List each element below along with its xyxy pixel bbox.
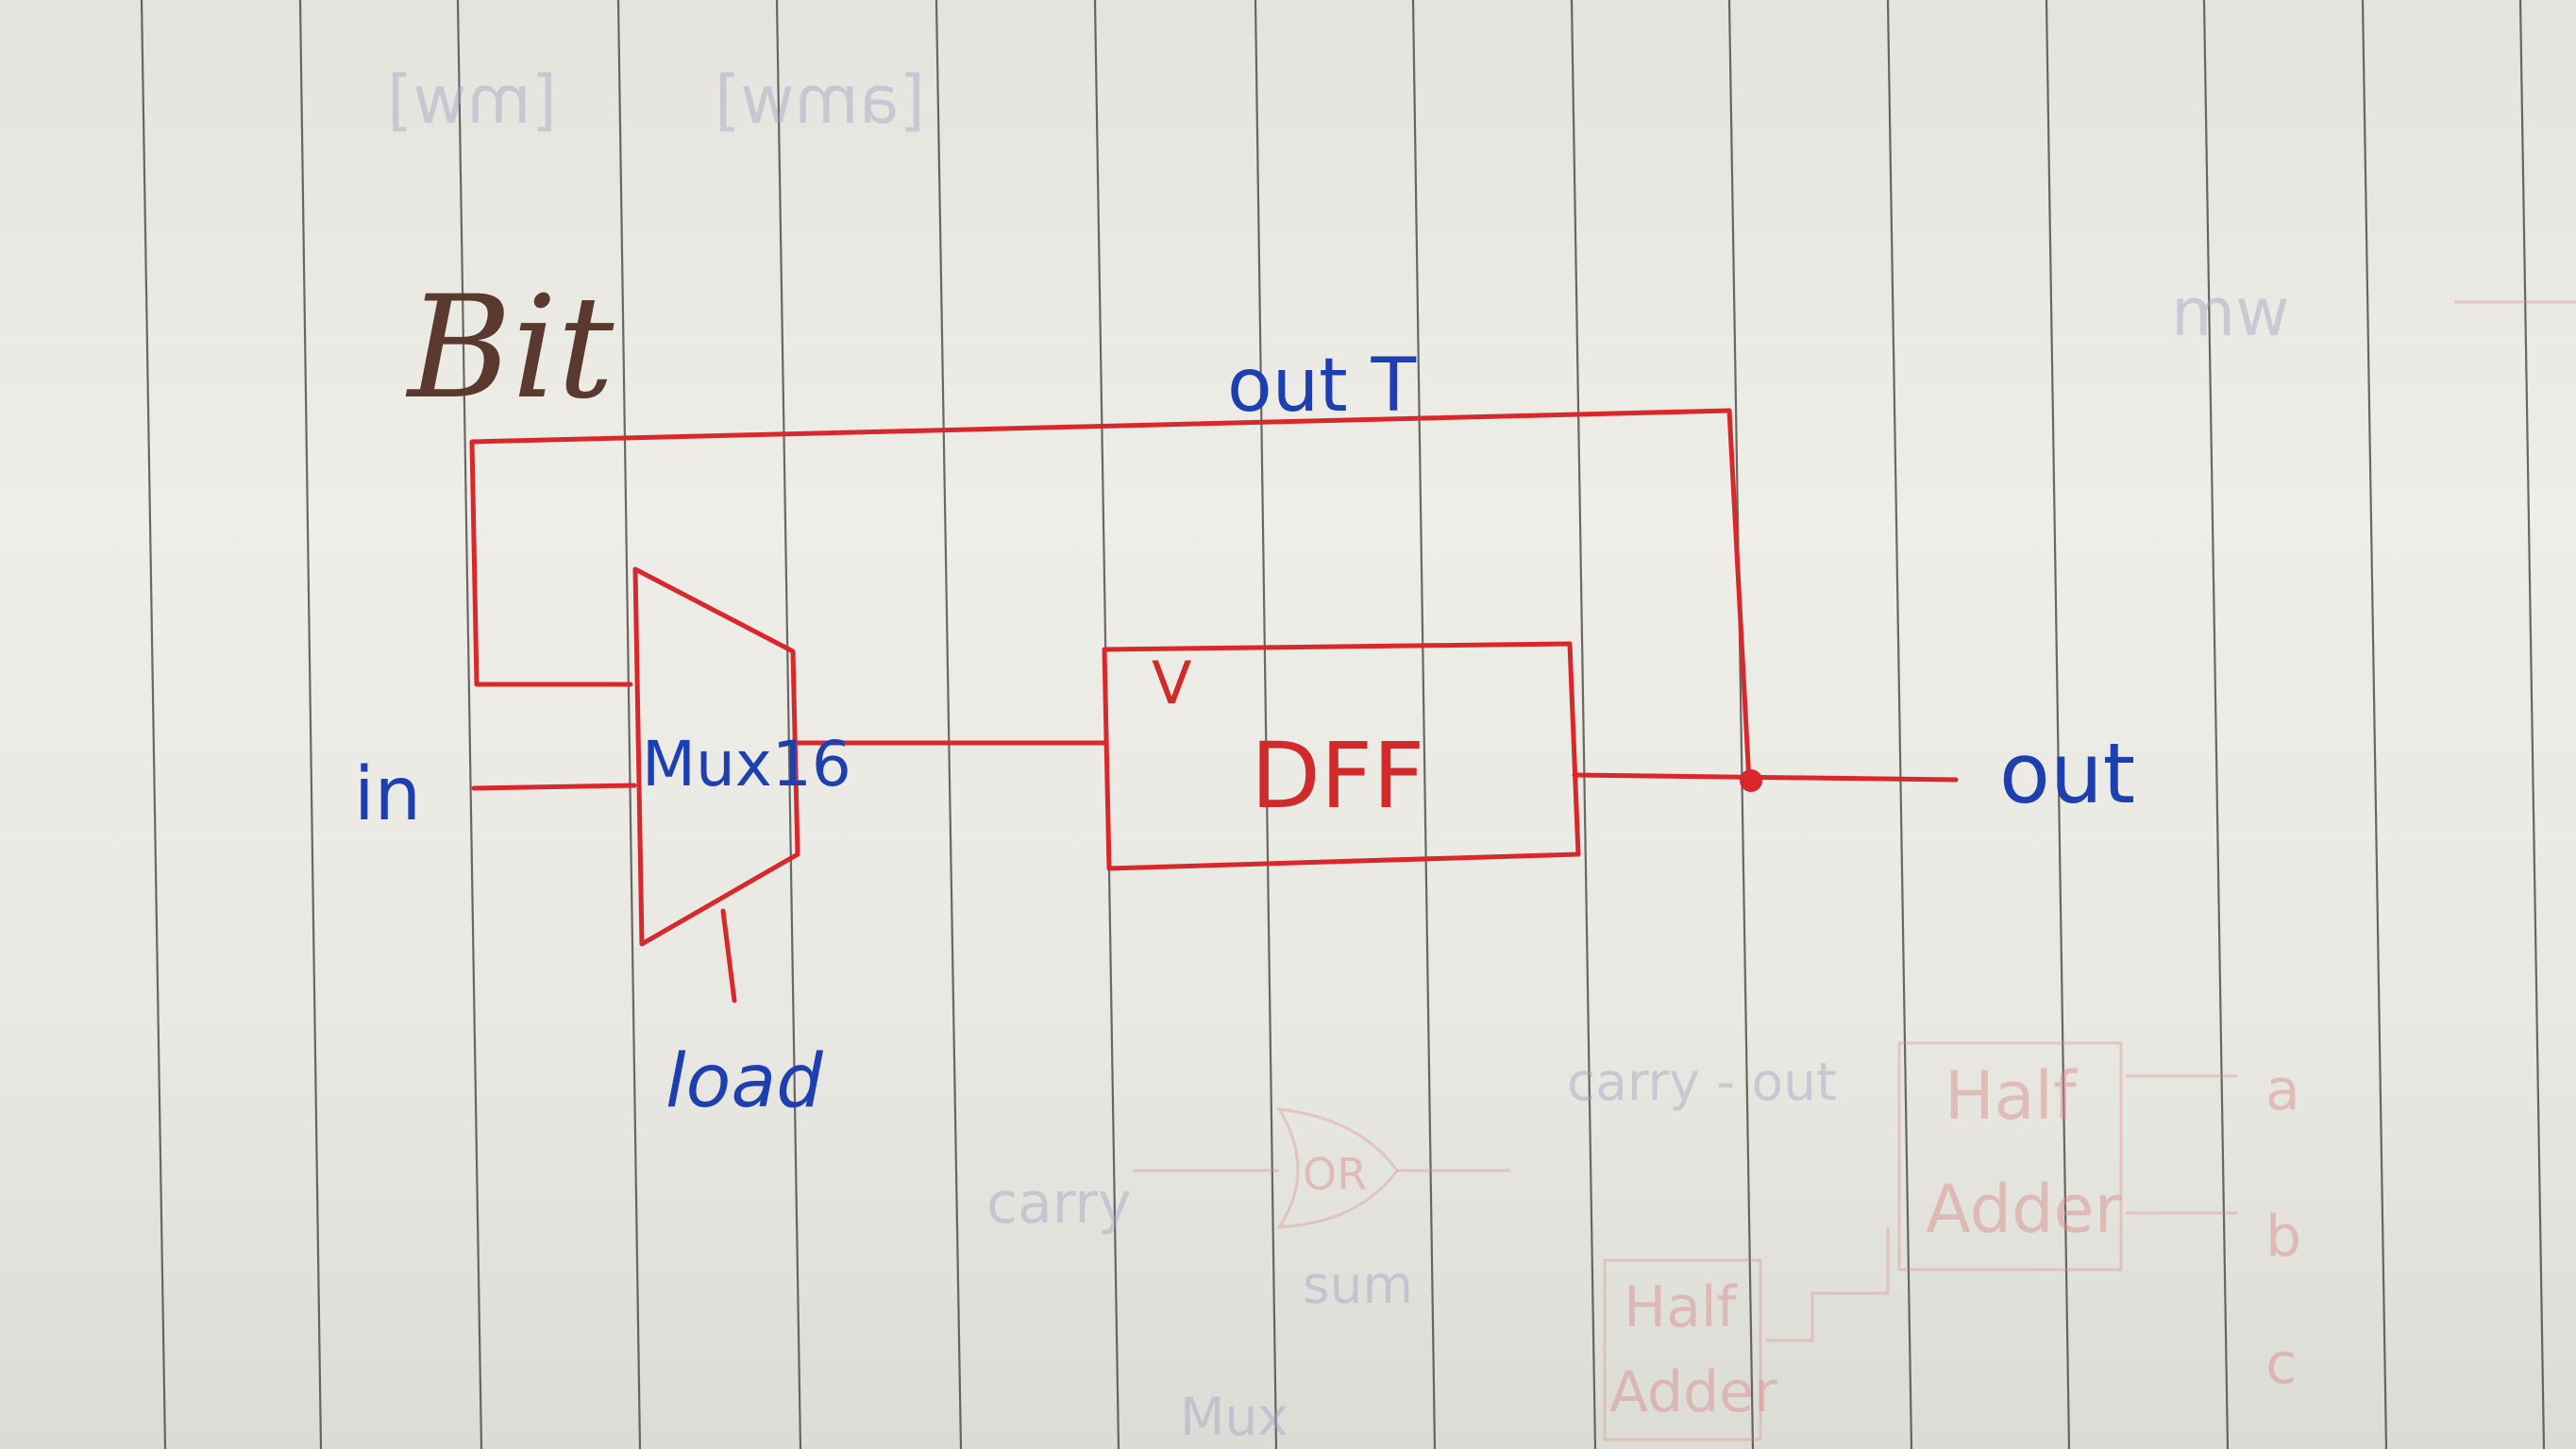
- ghost-text: [mw]: [387, 61, 557, 139]
- output-label: out: [1999, 725, 2135, 822]
- ghost-text: a: [2265, 1057, 2300, 1123]
- ghost-text: carry - out: [1567, 1052, 1837, 1112]
- ghost-text: b: [2265, 1204, 2301, 1270]
- ghost-text: Adder: [1609, 1359, 1777, 1425]
- ghost-text: mw: [2171, 274, 2289, 351]
- dff-block: [1102, 641, 1581, 871]
- ghost-text: Half: [1945, 1057, 2078, 1135]
- ghost-text: [amw]: [715, 61, 925, 139]
- junction-dot: [1740, 769, 1762, 792]
- load-wire: [720, 908, 737, 1003]
- dff-label: DFF: [1251, 723, 1424, 829]
- diagram-title: Bit: [405, 266, 615, 430]
- load-label: load: [665, 1039, 823, 1124]
- feedback-label: out T: [1227, 344, 1417, 429]
- ghost-text: sum: [1303, 1255, 1413, 1315]
- feedback-drop-wire: [1726, 408, 1752, 784]
- out-wire: [1572, 772, 1959, 783]
- circuit-wires: [469, 408, 1959, 1003]
- ghost-text: Half: [1624, 1274, 1739, 1340]
- feedback-wire: [469, 408, 1732, 687]
- in-wire: [471, 783, 637, 791]
- ghost-text: c: [2265, 1331, 2297, 1397]
- ghost-text: Mux: [1180, 1387, 1288, 1447]
- ghost-text: Adder: [1926, 1171, 2122, 1248]
- ghost-text: carry: [986, 1171, 1132, 1237]
- ghost-text: OR: [1303, 1149, 1367, 1200]
- bleed-through-sketch: [mw] [amw] mw Half Adder Half Adder OR c…: [387, 61, 2576, 1447]
- mux16-label: Mux16: [642, 728, 851, 800]
- dff-clock-mark: V: [1152, 649, 1191, 717]
- input-label: in: [354, 752, 421, 837]
- notebook-rulings: [140, 0, 2546, 1449]
- mux16-block: [632, 566, 800, 947]
